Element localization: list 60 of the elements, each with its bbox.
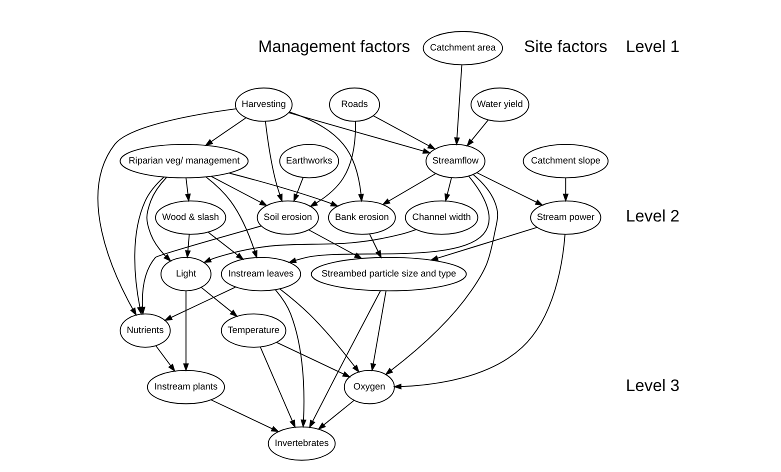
arrow bbox=[454, 64, 462, 146]
node-ellipse: Roads bbox=[329, 88, 380, 122]
arrow bbox=[393, 234, 566, 390]
node-ellipse: Riparian veg/ management bbox=[120, 144, 249, 178]
arrow bbox=[318, 400, 354, 430]
node-ellipse: Wood & slash bbox=[155, 200, 226, 235]
arrow bbox=[140, 226, 262, 316]
arrow bbox=[430, 227, 538, 261]
arrow bbox=[309, 290, 381, 428]
arrow bbox=[208, 232, 244, 260]
arrow bbox=[274, 289, 306, 428]
node-ellipse: Harvesting bbox=[234, 88, 293, 122]
label: Level 2 bbox=[626, 206, 680, 226]
node-ellipse: Temperature bbox=[220, 313, 286, 348]
node-ellipse: Water yield bbox=[470, 88, 530, 122]
arrow bbox=[279, 288, 360, 374]
arrow bbox=[562, 177, 569, 202]
arrow bbox=[185, 177, 191, 202]
node-ellipse: Channel width bbox=[404, 200, 478, 235]
arrow bbox=[183, 290, 189, 372]
arrow bbox=[204, 118, 246, 146]
arrow bbox=[228, 172, 339, 207]
node-ellipse: Streambed particle size and type bbox=[310, 257, 467, 292]
arrow bbox=[146, 176, 172, 262]
arrow bbox=[369, 234, 382, 259]
label: Level 3 bbox=[626, 376, 680, 396]
node-ellipse: Instream plants bbox=[147, 370, 225, 404]
arrow bbox=[444, 177, 452, 202]
arrow bbox=[210, 399, 280, 432]
node-ellipse: Nutrients bbox=[120, 313, 171, 348]
node-ellipse: Earthworks bbox=[279, 144, 340, 178]
arrow bbox=[308, 229, 363, 260]
arrow bbox=[288, 176, 490, 264]
node-ellipse: Stream power bbox=[530, 200, 602, 235]
arrow bbox=[289, 112, 364, 202]
arrow bbox=[264, 121, 282, 202]
arrow bbox=[288, 112, 432, 154]
arrow bbox=[293, 177, 304, 202]
arrow bbox=[164, 286, 236, 321]
arrow bbox=[372, 115, 436, 150]
arrow bbox=[205, 176, 258, 259]
arrow bbox=[203, 229, 416, 264]
node-ellipse: Oxygen bbox=[344, 370, 395, 404]
arrow bbox=[200, 286, 238, 318]
arrow bbox=[155, 345, 176, 372]
arrow bbox=[476, 172, 544, 206]
arrow bbox=[370, 290, 386, 372]
label: Level 1 bbox=[626, 37, 680, 56]
node-ellipse: Catchment slope bbox=[522, 144, 609, 178]
arrow bbox=[260, 346, 296, 428]
arrow bbox=[384, 174, 498, 376]
arrow bbox=[466, 119, 489, 147]
arrow bbox=[185, 234, 191, 259]
node-ellipse: Catchment area bbox=[422, 31, 503, 66]
label: Management factors bbox=[258, 37, 410, 56]
arrow bbox=[382, 173, 436, 206]
arrow bbox=[309, 120, 356, 208]
arrow bbox=[210, 176, 268, 206]
arrow bbox=[276, 342, 351, 378]
label: Site factors bbox=[524, 37, 608, 56]
